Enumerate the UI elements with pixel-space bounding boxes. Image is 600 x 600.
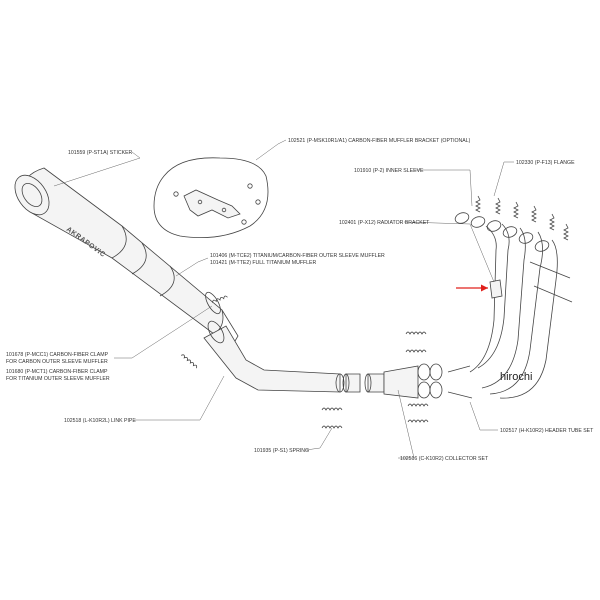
label-bracket-optional: 102521 (P-MSK10R1/A1) CARBON-FIBER MUFFL… xyxy=(288,138,471,144)
sleeve-pieces xyxy=(342,373,385,393)
radiator-bracket-part xyxy=(489,279,503,299)
clamp-part xyxy=(205,291,221,315)
leader-lines xyxy=(53,139,514,459)
flange-springs xyxy=(475,195,569,241)
label-sticker: 101559 (P-ST1A) STICKER xyxy=(68,150,133,156)
label-link-pipe: 102518 (L-K10R2L) LINK PIPE xyxy=(64,418,136,424)
header-tube-part xyxy=(469,223,573,399)
spring-parts xyxy=(180,295,429,429)
label-clamp-line4: FOR TITANIUM OUTER SLEEVE MUFFLER xyxy=(6,376,110,382)
label-muffler-line1: 101406 (M-TCE2) TITANIUM/CARBON-FIBER OU… xyxy=(210,253,385,259)
bracket-inset xyxy=(153,157,269,238)
label-inner-sleeve: 101910 (P-2) INNER SLEEVE xyxy=(354,168,424,174)
label-collector: 102516 (C-K10R2) COLLECTOR SET xyxy=(400,456,489,462)
label-radiator-bracket: 102401 (P-X12) RADIATOR BRACKET xyxy=(339,220,430,226)
label-header: 102517 (H-K10R2) HEADER TUBE SET xyxy=(500,428,594,434)
label-muffler-line2: 101421 (M-TTE2) FULL TITANIUM MUFFLER xyxy=(210,260,317,266)
collector-part xyxy=(383,363,473,399)
label-clamp-line2: FOR CARBON OUTER SLEEVE MUFFLER xyxy=(6,359,108,365)
flange-part xyxy=(454,212,550,252)
label-clamp-line3: 101680 (P-MCT1) CARBON-FIBER CLAMP xyxy=(6,369,108,375)
label-clamp-line1: 101678 (P-MCC1) CARBON-FIBER CLAMP xyxy=(6,352,109,358)
link-pipe-part xyxy=(203,320,345,393)
red-arrow xyxy=(456,284,488,292)
label-spring: 101935 (P-S1) SPRING xyxy=(254,448,309,454)
label-flange: 102330 (P-F13) FLANGE xyxy=(516,160,575,166)
watermark-text: hirochi xyxy=(500,371,532,383)
red-arrow-head xyxy=(481,284,488,292)
